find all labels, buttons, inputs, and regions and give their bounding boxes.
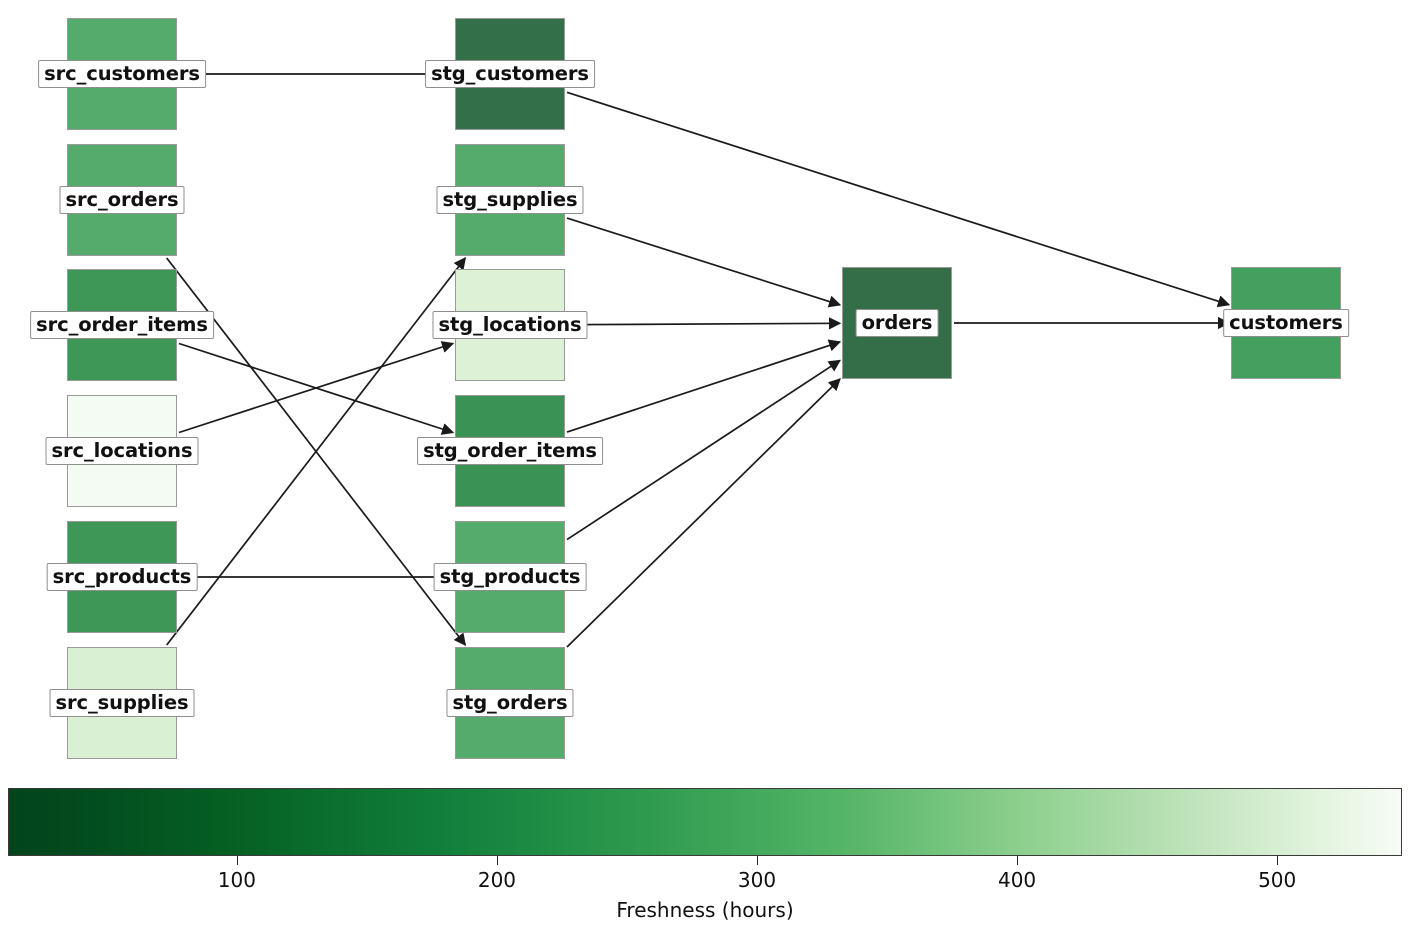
colorbar-tick-100 (236, 856, 239, 865)
node-label-src_locations: src_locations (45, 437, 199, 465)
colorbar-tick-label-100: 100 (217, 868, 256, 892)
node-label-src_supplies: src_supplies (49, 689, 195, 717)
edge-stg_products-to-orders (566, 359, 842, 541)
node-label-stg_order_items: stg_order_items (417, 437, 603, 465)
edge-stg_supplies-to-orders (566, 217, 842, 308)
node-label-stg_customers: stg_customers (425, 60, 595, 88)
node-label-orders: orders (855, 309, 939, 337)
edge-stg_order_items-to-orders (566, 339, 842, 433)
colorbar-tick-label-400: 400 (997, 868, 1037, 892)
node-label-src_order_items: src_order_items (30, 311, 214, 339)
colorbar-gradient (8, 788, 1402, 856)
edge-src_order_items-to-stg_order_items (178, 342, 455, 435)
node-label-customers: customers (1223, 309, 1349, 337)
colorbar-tick-200 (496, 856, 499, 865)
colorbar-tick-500 (1277, 856, 1279, 865)
node-label-src_products: src_products (46, 563, 198, 591)
node-label-stg_supplies: stg_supplies (436, 186, 584, 214)
edge-stg_locations-to-orders (566, 317, 842, 330)
colorbar-tick-300 (757, 856, 759, 865)
colorbar-tick-label-300: 300 (737, 868, 777, 892)
node-label-stg_products: stg_products (433, 563, 587, 591)
node-label-stg_locations: stg_locations (432, 311, 588, 339)
node-label-src_orders: src_orders (59, 186, 185, 214)
edge-layer (166, 73, 1231, 648)
colorbar-region: 100 200 300 400 500 Freshness (hours) (0, 786, 1410, 926)
edge-stg_orders-to-orders (566, 378, 841, 648)
colorbar-tick-label-500: 500 (1258, 868, 1297, 892)
edge-src_locations-to-stg_locations (178, 341, 455, 434)
node-label-src_customers: src_customers (38, 60, 206, 88)
colorbar-axis-label: Freshness (hours) (616, 898, 794, 922)
node-label-stg_orders: stg_orders (446, 689, 574, 717)
colorbar-tick-label-200: 200 (477, 868, 517, 892)
colorbar-tick-400 (1017, 856, 1019, 865)
